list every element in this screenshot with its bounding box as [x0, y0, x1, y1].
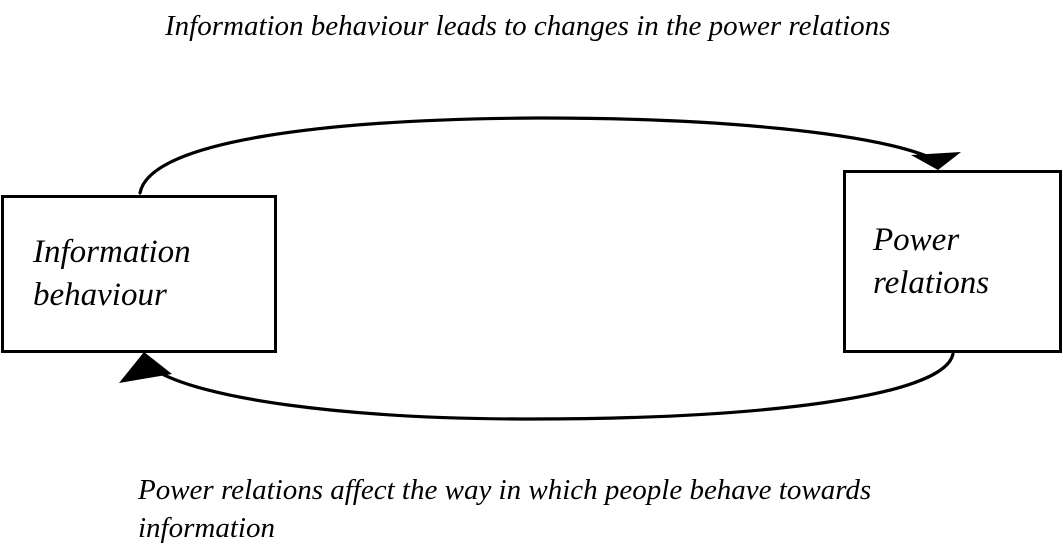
bottom-arrow-head	[119, 352, 172, 383]
node-information-behaviour-label: Information behaviour	[33, 234, 191, 313]
bottom-arrow-caption: Power relations affect the way in which …	[138, 474, 872, 544]
node-power-relations[interactable]: Power relations	[843, 170, 1062, 353]
node-power-relations-label: Power relations	[873, 221, 990, 301]
node-information-behaviour[interactable]: Information behaviour	[1, 195, 277, 353]
bottom-arrow	[119, 352, 955, 421]
top-arrow-curve	[138, 116, 931, 195]
top-arrow	[138, 116, 961, 195]
top-arrow-head	[911, 152, 961, 170]
bottom-arrow-curve	[153, 352, 955, 421]
top-arrow-caption: Information behaviour leads to changes i…	[165, 10, 891, 42]
